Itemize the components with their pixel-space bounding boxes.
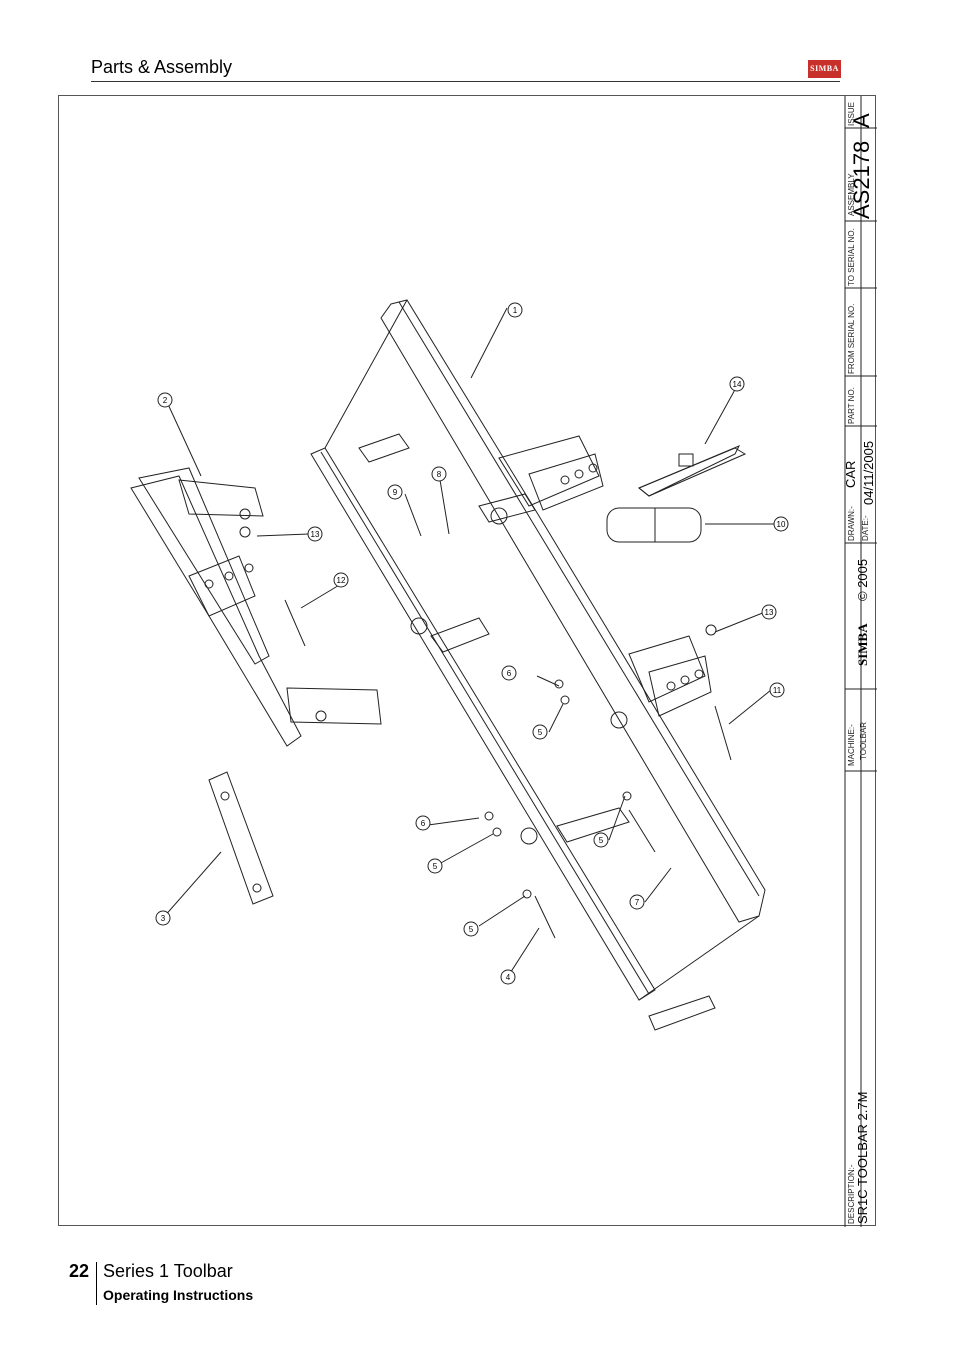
manual-subtitle: Operating Instructions bbox=[103, 1287, 254, 1303]
copyright: © 2005 bbox=[855, 558, 870, 601]
assembly-number: AS2178 bbox=[849, 140, 874, 219]
balloon-8: 8 bbox=[437, 470, 442, 479]
page-number: 22 bbox=[69, 1261, 90, 1281]
exploded-parts-diagram: 1 2 3 4 5 5 5 5 6 6 7 8 9 10 11 12 13 13… bbox=[130, 96, 877, 1227]
drawn-label: DRAWN:- bbox=[847, 506, 856, 541]
balloon-3: 3 bbox=[161, 914, 166, 923]
from-serial-label: FROM SERIAL NO. bbox=[847, 303, 856, 374]
balloon-13: 13 bbox=[311, 530, 320, 539]
drawing-sheet: 1 2 3 4 5 5 5 5 6 6 7 8 9 10 11 12 13 13… bbox=[58, 95, 877, 1227]
balloon-6: 6 bbox=[421, 819, 426, 828]
balloon-13: 13 bbox=[765, 608, 774, 617]
footer-divider bbox=[96, 1262, 97, 1305]
simba-brand-mark: SIMBA bbox=[855, 623, 870, 666]
balloon-5: 5 bbox=[599, 836, 604, 845]
machine-label: MACHINE:- bbox=[847, 724, 856, 766]
simba-logo: SIMBA bbox=[808, 60, 841, 78]
date-label: DATE:- bbox=[861, 515, 870, 541]
balloon-12: 12 bbox=[337, 576, 346, 585]
to-serial-label: TO SERIAL NO. bbox=[847, 228, 856, 286]
description: SR1C TOOLBAR 2.7M bbox=[855, 1091, 870, 1224]
balloon-9: 9 bbox=[393, 488, 398, 497]
drawn-by: CAR bbox=[843, 460, 858, 488]
balloon-6: 6 bbox=[507, 669, 512, 678]
page-section-title: Parts & Assembly bbox=[91, 57, 233, 77]
balloon-5: 5 bbox=[469, 925, 474, 934]
balloon-5: 5 bbox=[433, 862, 438, 871]
balloon-14: 14 bbox=[733, 380, 742, 389]
balloon-11: 11 bbox=[773, 686, 782, 695]
balloon-5: 5 bbox=[538, 728, 543, 737]
header-divider bbox=[91, 81, 840, 82]
balloon-7: 7 bbox=[635, 898, 640, 907]
manual-series: Series 1 Toolbar bbox=[103, 1261, 233, 1281]
balloon-2: 2 bbox=[163, 396, 168, 405]
issue-value: A bbox=[849, 113, 874, 128]
balloon-1: 1 bbox=[513, 306, 518, 315]
drawing-date: 04/11/2005 bbox=[861, 440, 876, 505]
balloon-4: 4 bbox=[506, 973, 511, 982]
machine-name: TOOLBAR bbox=[859, 721, 868, 760]
balloon-10: 10 bbox=[777, 520, 786, 529]
part-no-label: PART NO. bbox=[847, 387, 856, 424]
